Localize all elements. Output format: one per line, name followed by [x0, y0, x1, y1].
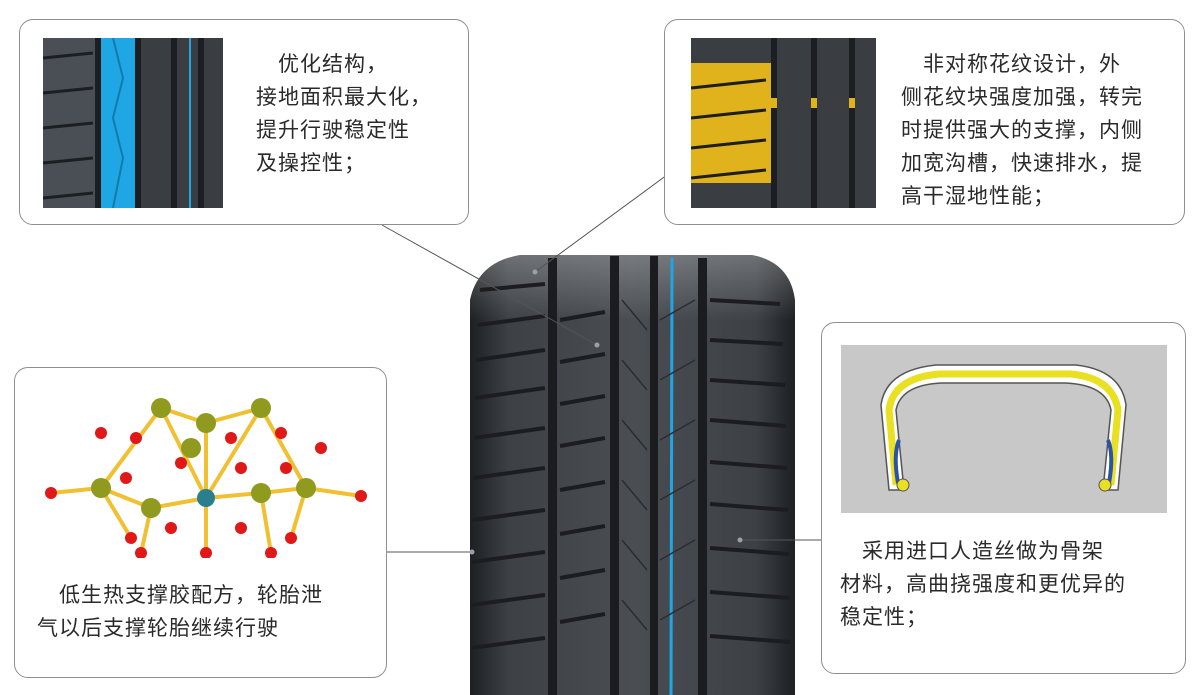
- tire-groove: [610, 256, 619, 695]
- molecule-structure-image: [45, 398, 367, 558]
- tire-groove: [548, 258, 557, 695]
- tire-sipes: [470, 282, 791, 650]
- tire-blue-line: [669, 257, 674, 695]
- tread-closeup-gold-image: [691, 38, 876, 208]
- tire-cross-section-image: [841, 345, 1167, 513]
- callout-compound-text: 低生热支撑胶配方，轮胎泄 气以后支撑轮胎继续行驶: [37, 583, 323, 640]
- tread-closeup-blue-image: [43, 38, 223, 208]
- callout-structure-text: 优化结构， 接地面积最大化， 提升行驶稳定性 及操控性；: [256, 52, 432, 175]
- callout-pattern-text: 非对称花纹设计，外 侧花纹块强度加强，转完 时提供强大的支撑，内侧 加宽沟槽，快…: [901, 52, 1143, 208]
- callout-structure: 优化结构， 接地面积最大化， 提升行驶稳定性 及操控性；: [19, 19, 469, 225]
- callout-compound: 低生热支撑胶配方，轮胎泄 气以后支撑轮胎继续行驶: [14, 367, 387, 678]
- callout-carcass-text: 采用进口人造丝做为骨架 材料，高曲挠强度和更优异的 稳定性；: [840, 539, 1126, 629]
- callout-pattern: 非对称花纹设计，外 侧花纹块强度加强，转完 时提供强大的支撑，内侧 加宽沟槽，快…: [664, 19, 1185, 225]
- tire-groove: [698, 258, 707, 695]
- tire-groove: [650, 256, 658, 695]
- callout-carcass: 采用进口人造丝做为骨架 材料，高曲挠强度和更优异的 稳定性；: [821, 322, 1186, 674]
